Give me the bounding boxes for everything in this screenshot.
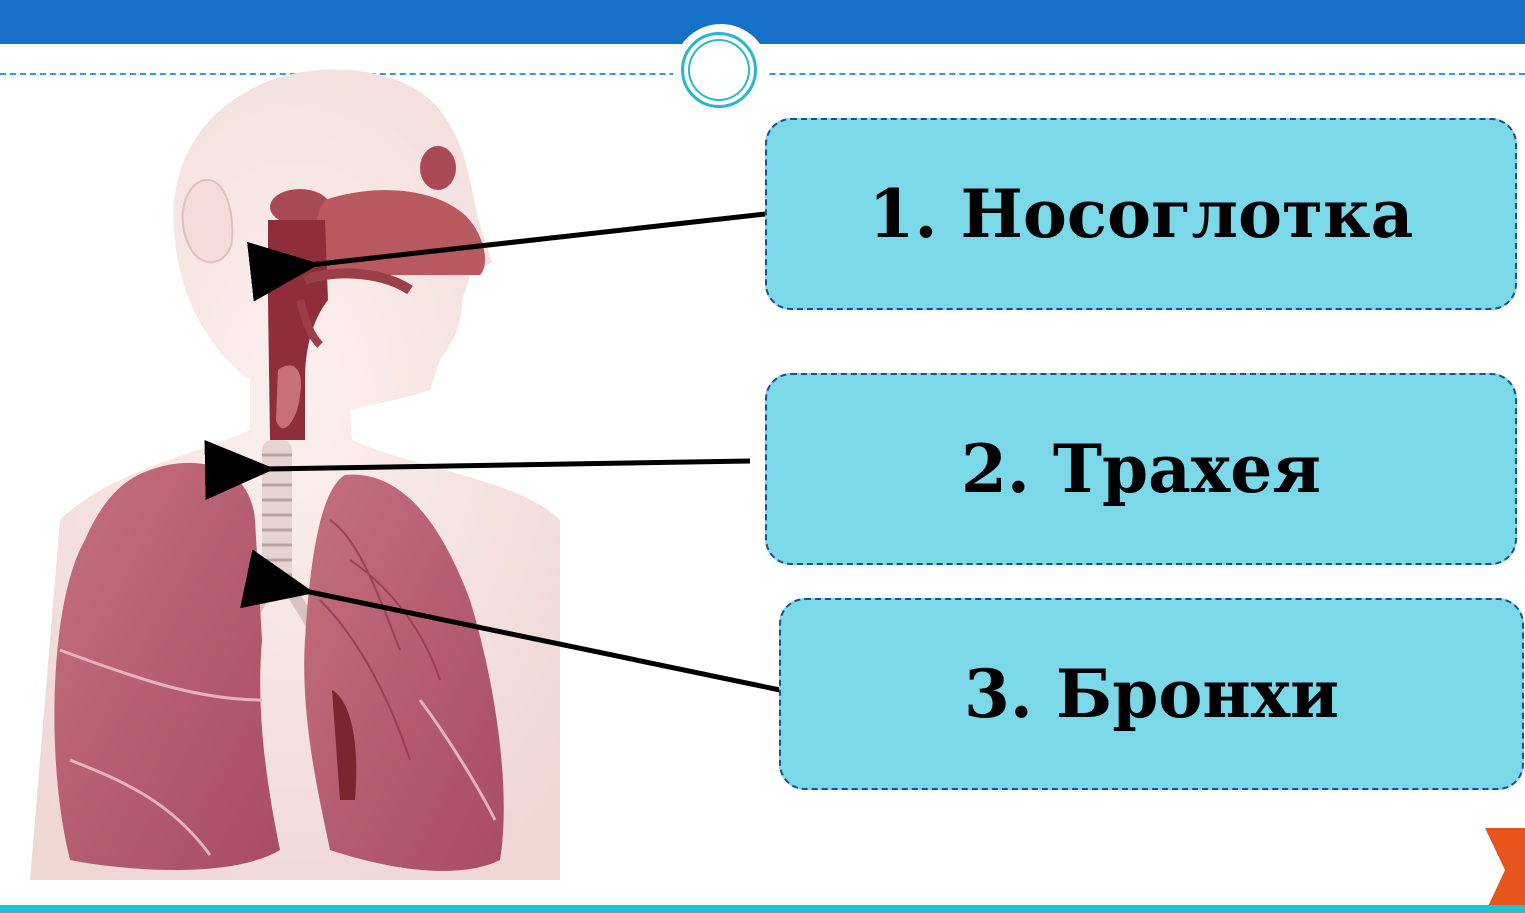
- label-nasopharynx: 1. Носоглотка: [869, 175, 1414, 253]
- label-box-trachea[interactable]: 2. Трахея: [765, 373, 1517, 565]
- label-box-nasopharynx[interactable]: 1. Носоглотка: [765, 118, 1517, 310]
- label-box-bronchi[interactable]: 3. Бронхи: [779, 598, 1524, 790]
- label-bronchi: 3. Бронхи: [964, 655, 1339, 733]
- respiratory-system-illustration: [0, 0, 760, 913]
- footer-bar: [0, 905, 1525, 913]
- label-trachea: 2. Трахея: [961, 430, 1321, 508]
- next-arrow-icon[interactable]: [1480, 828, 1525, 913]
